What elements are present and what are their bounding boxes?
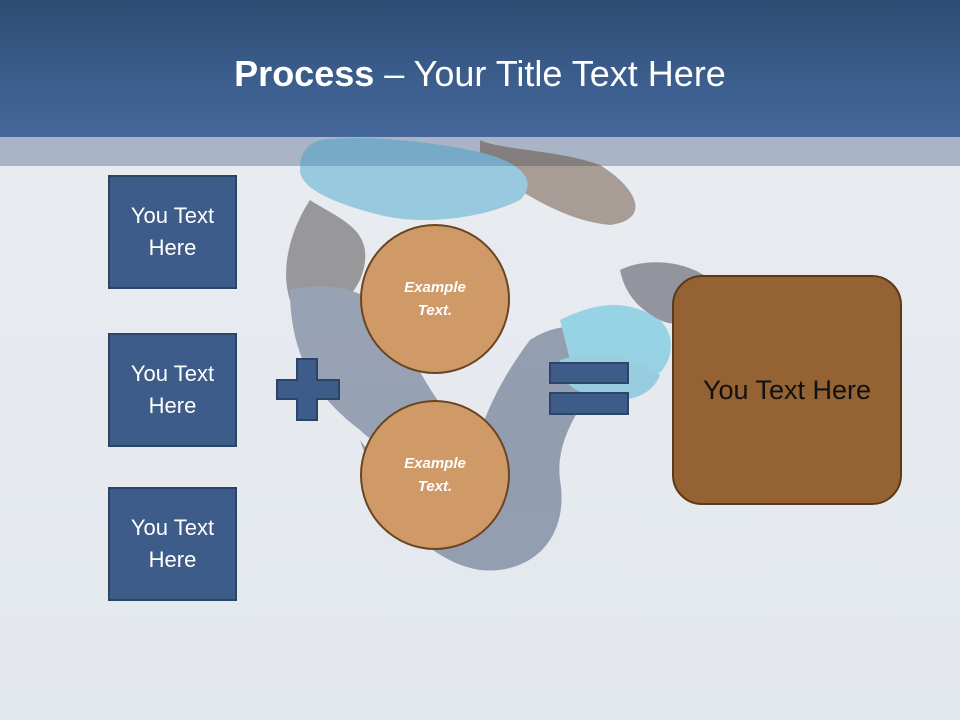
left-box-label: You Text Here xyxy=(130,203,215,260)
example-circle-bottom[interactable]: Example Text. xyxy=(360,400,510,550)
left-box-label: You Text Here xyxy=(130,361,215,418)
title-bar xyxy=(0,0,960,137)
result-box-label: You Text Here xyxy=(702,374,872,405)
left-text-box-2[interactable]: You Text Here xyxy=(108,333,237,447)
result-text-box[interactable]: You Text Here xyxy=(672,275,902,505)
example-circle-top[interactable]: Example Text. xyxy=(360,224,510,374)
circle-text: Example Text. xyxy=(404,455,466,495)
page-title: Process – Your Title Text Here xyxy=(0,52,960,96)
left-text-box-3[interactable]: You Text Here xyxy=(108,487,237,601)
left-text-box-1[interactable]: You Text Here xyxy=(108,175,237,289)
circle-text: Example Text. xyxy=(404,279,466,319)
plus-icon xyxy=(276,358,340,421)
left-box-label: You Text Here xyxy=(130,515,215,572)
equals-icon xyxy=(549,362,629,415)
title-strip xyxy=(0,137,960,166)
title-rest: – Your Title Text Here xyxy=(374,53,726,94)
title-bold: Process xyxy=(234,53,375,94)
